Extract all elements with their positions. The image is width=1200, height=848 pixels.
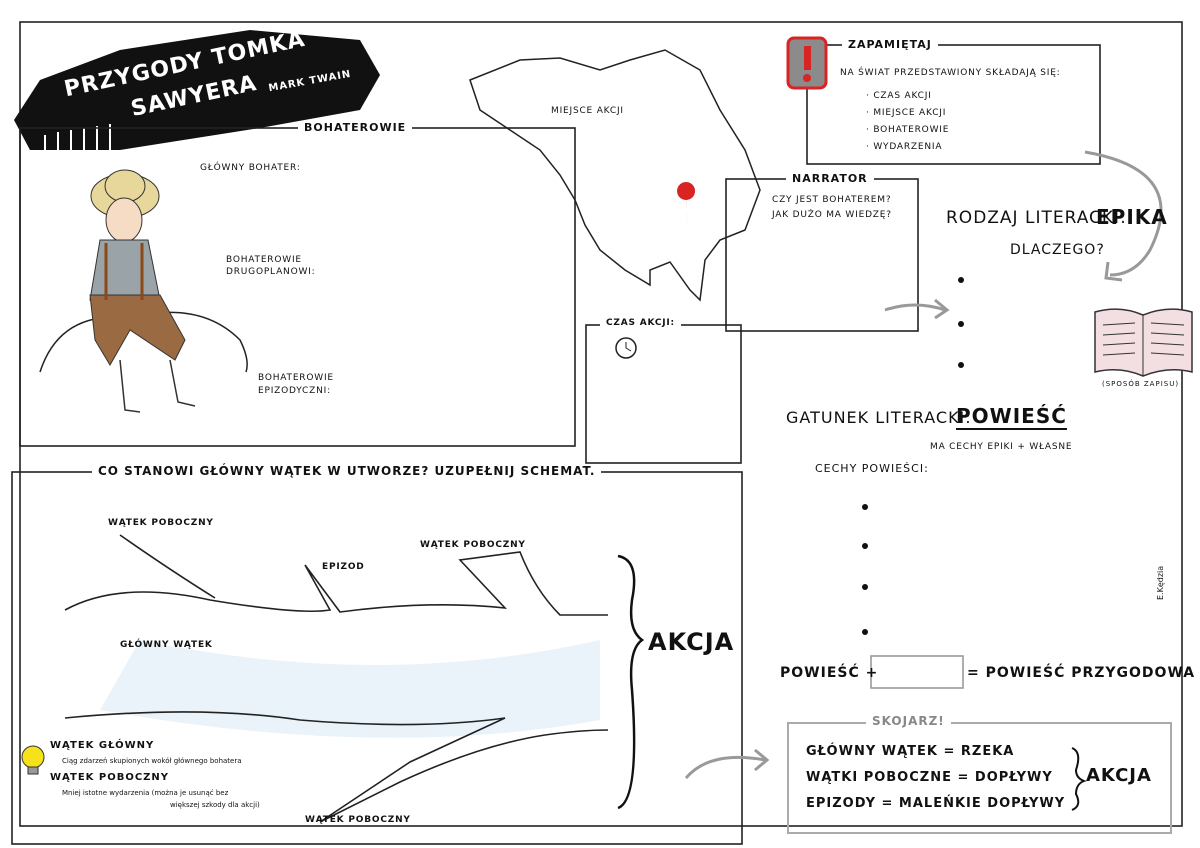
secondary-heroes-label-1: Bohaterowie	[226, 255, 302, 265]
literary-kind-label: Rodzaj literacki:	[946, 208, 1127, 228]
associate-label: Skojarz!	[866, 714, 951, 728]
associate-line-3: Epizody = maleńkie dopływy	[806, 796, 1066, 811]
equation-left: Powieść +	[780, 665, 879, 681]
narrator-q1: Czy jest bohaterem?	[772, 195, 892, 205]
bullet	[958, 362, 964, 368]
episode-label: Epizod	[322, 562, 365, 572]
genre-value: Powieść	[956, 404, 1067, 430]
legend-main-title: Wątek główny	[50, 740, 155, 751]
equation-right: = powieść przygodowa	[967, 665, 1196, 681]
secondary-heroes-label-2: drugoplanowi:	[226, 267, 316, 277]
bullet	[862, 543, 868, 549]
bullet	[862, 504, 868, 510]
bullet	[862, 584, 868, 590]
associate-line-1: Główny wątek = rzeka	[806, 744, 1015, 759]
remember-item: · miejsce akcji	[866, 108, 947, 118]
author-signature: E.Kędzia	[1156, 565, 1165, 600]
north-america-map	[469, 49, 761, 302]
side-thread-bottom: Wątek poboczny	[305, 815, 411, 825]
associate-line-2: Wątki poboczne = dopływy	[806, 770, 1053, 785]
why-question: Dlaczego?	[1010, 242, 1105, 258]
remember-item: · czas akcji	[866, 91, 932, 101]
time-label: Czas akcji:	[600, 318, 681, 328]
place-label: Miejsce akcji	[551, 106, 624, 116]
narrator-label: Narrator	[786, 172, 874, 185]
legend-side-desc-1: Mniej istotne wydarzenia (można je usuną…	[62, 789, 229, 797]
remember-item: · wydarzenia	[866, 142, 943, 152]
remember-label: Zapamiętaj	[842, 38, 938, 51]
bullet	[958, 321, 964, 327]
literary-kind-value: Epika	[1096, 205, 1168, 229]
remember-intro: Na świat przedstawiony składają się:	[840, 68, 1061, 78]
genre-label: Gatunek literacki:	[786, 408, 972, 427]
tom-sawyer-illustration	[89, 169, 196, 413]
narrator-q2: Jak dużo ma wiedzę?	[772, 210, 892, 220]
plot-action-label: Akcja	[648, 628, 735, 656]
episodic-heroes-label-2: epizodyczni:	[258, 386, 331, 396]
genre-note: ma cechy epiki + własne	[930, 442, 1073, 452]
main-thread-label: Główny wątek	[120, 640, 213, 650]
bullet	[862, 629, 868, 635]
main-hero-label: Główny bohater:	[200, 163, 301, 173]
heroes-section-label: Bohaterowie	[298, 121, 413, 134]
side-thread-top-left: Wątek poboczny	[108, 518, 214, 528]
side-thread-top-right: Wątek poboczny	[420, 540, 526, 550]
associate-action: Akcja	[1086, 765, 1152, 786]
book-caption: (sposób zapisu)	[1102, 380, 1180, 388]
plot-heading: Co stanowi główny wątek w utworze? Uzupe…	[92, 464, 602, 478]
legend-main-desc: Ciąg zdarzeń skupionych wokół głównego b…	[62, 757, 242, 765]
bullet	[958, 277, 964, 283]
features-label: Cechy powieści:	[815, 462, 929, 475]
episodic-heroes-label-1: Bohaterowie	[258, 373, 334, 383]
remember-item: · bohaterowie	[866, 125, 950, 135]
legend-side-title: Wątek poboczny	[50, 772, 170, 783]
legend-side-desc-2: większej szkody dla akcji)	[170, 801, 260, 809]
